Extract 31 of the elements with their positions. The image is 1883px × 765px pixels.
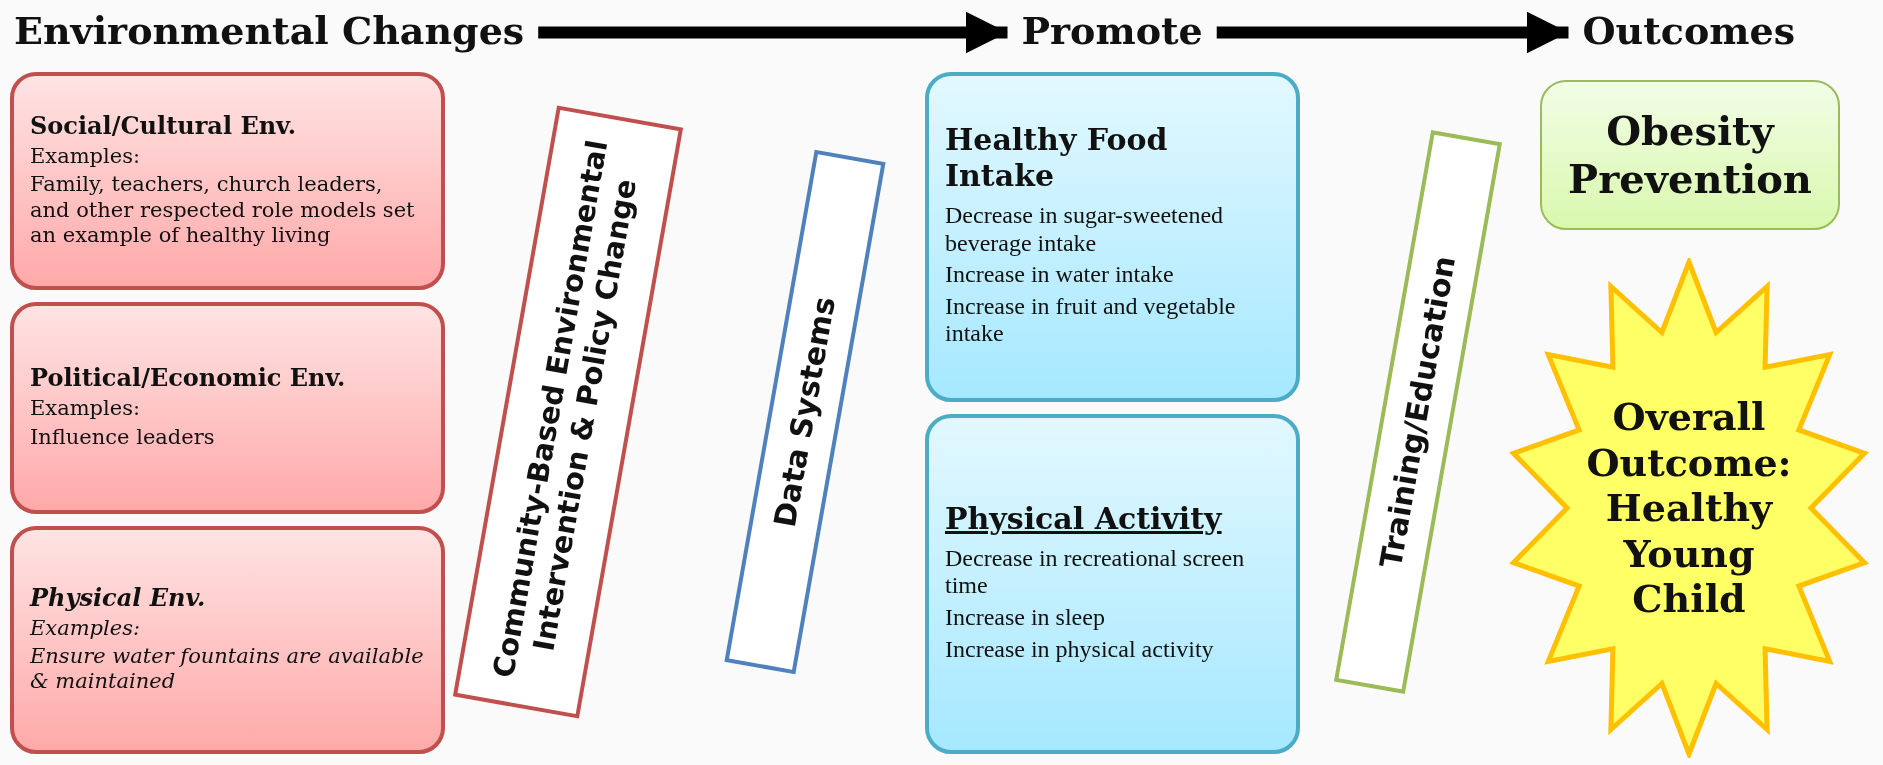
card-text: Decrease in recreational screen time bbox=[945, 544, 1246, 600]
card-heading: Political/Economic Env. bbox=[30, 363, 347, 393]
category-card bbox=[925, 72, 1300, 402]
card-heading: Social/Cultural Env. bbox=[30, 111, 297, 141]
card-text: Family, teachers, church leaders, and other respected role models set an example of healthy living bbox=[30, 172, 416, 248]
card-text: Increase in physical activity bbox=[945, 635, 1215, 664]
starburst-label: Overall Outcome: Healthy Young Child bbox=[1586, 394, 1792, 622]
card-heading: Physical Env. bbox=[30, 582, 207, 612]
card-text: Decrease in sugar-sweetened beverage intake bbox=[945, 202, 1225, 258]
category-card bbox=[10, 302, 445, 514]
column-heading: Promote bbox=[1021, 8, 1203, 53]
card-text: Examples: bbox=[30, 144, 142, 170]
card-heading: Healthy Food Intake bbox=[945, 122, 1169, 194]
arrow bbox=[538, 11, 1008, 54]
category-card bbox=[925, 414, 1300, 754]
column-heading: Outcomes bbox=[1582, 8, 1796, 53]
column-heading: Environmental Changes bbox=[14, 8, 525, 53]
card-text: Examples: bbox=[30, 396, 142, 422]
card-heading: Physical Activity bbox=[945, 500, 1224, 537]
card-heading: Obesity Prevention bbox=[1567, 107, 1813, 203]
card-text: Ensure water fountains are available & maintained bbox=[30, 643, 425, 695]
card-text: Increase in water intake bbox=[945, 261, 1175, 289]
card-text: Increase in sleep bbox=[945, 604, 1106, 632]
card-text: Examples: bbox=[30, 615, 142, 641]
card-text: Influence leaders bbox=[30, 424, 216, 450]
card-text: Increase in fruit and vegetable intake bbox=[945, 292, 1237, 348]
category-card bbox=[1540, 80, 1840, 230]
category-card bbox=[10, 72, 445, 290]
arrow bbox=[1216, 11, 1569, 54]
category-card bbox=[10, 526, 445, 754]
banner-label: Data Systems bbox=[766, 293, 843, 532]
